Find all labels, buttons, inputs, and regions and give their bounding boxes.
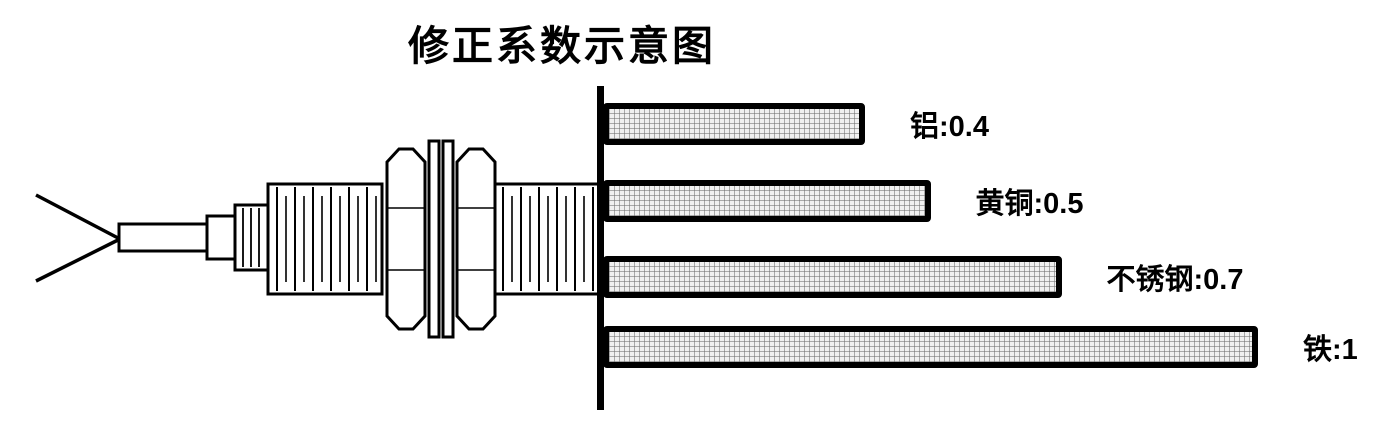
- washer-icon: [427, 139, 455, 339]
- connector-step-icon: [205, 214, 237, 261]
- bar-row-aluminum: 铝:0.4: [603, 103, 989, 145]
- mounting-nut-icon: [385, 147, 427, 331]
- bar-iron: [603, 326, 1258, 368]
- bar-label-aluminum: 铝:0.4: [910, 111, 989, 143]
- bar-label-iron: 铁:1: [1303, 334, 1358, 366]
- bar-row-brass: 黄铜:0.5: [603, 180, 1083, 222]
- bar-label-stainless-steel: 不锈钢:0.7: [1106, 264, 1244, 296]
- cable-icon: [117, 222, 209, 253]
- threaded-body-rear-icon: [266, 182, 384, 296]
- cable-chevron-icon: [35, 193, 119, 283]
- threaded-body-front-icon: [493, 182, 601, 296]
- mounting-nut-icon: [455, 147, 497, 331]
- proximity-sensor-icon: [35, 139, 601, 339]
- knurled-section-icon: [233, 203, 270, 272]
- bar-stainless-steel: [603, 256, 1062, 298]
- bar-row-stainless-steel: 不锈钢:0.7: [603, 256, 1243, 298]
- bar-row-iron: 铁:1: [603, 326, 1358, 368]
- bar-aluminum: [603, 103, 865, 145]
- bar-brass: [603, 180, 931, 222]
- reference-line: [597, 86, 604, 410]
- bar-label-brass: 黄铜:0.5: [975, 188, 1084, 220]
- diagram-title: 修正系数示意图: [408, 23, 716, 69]
